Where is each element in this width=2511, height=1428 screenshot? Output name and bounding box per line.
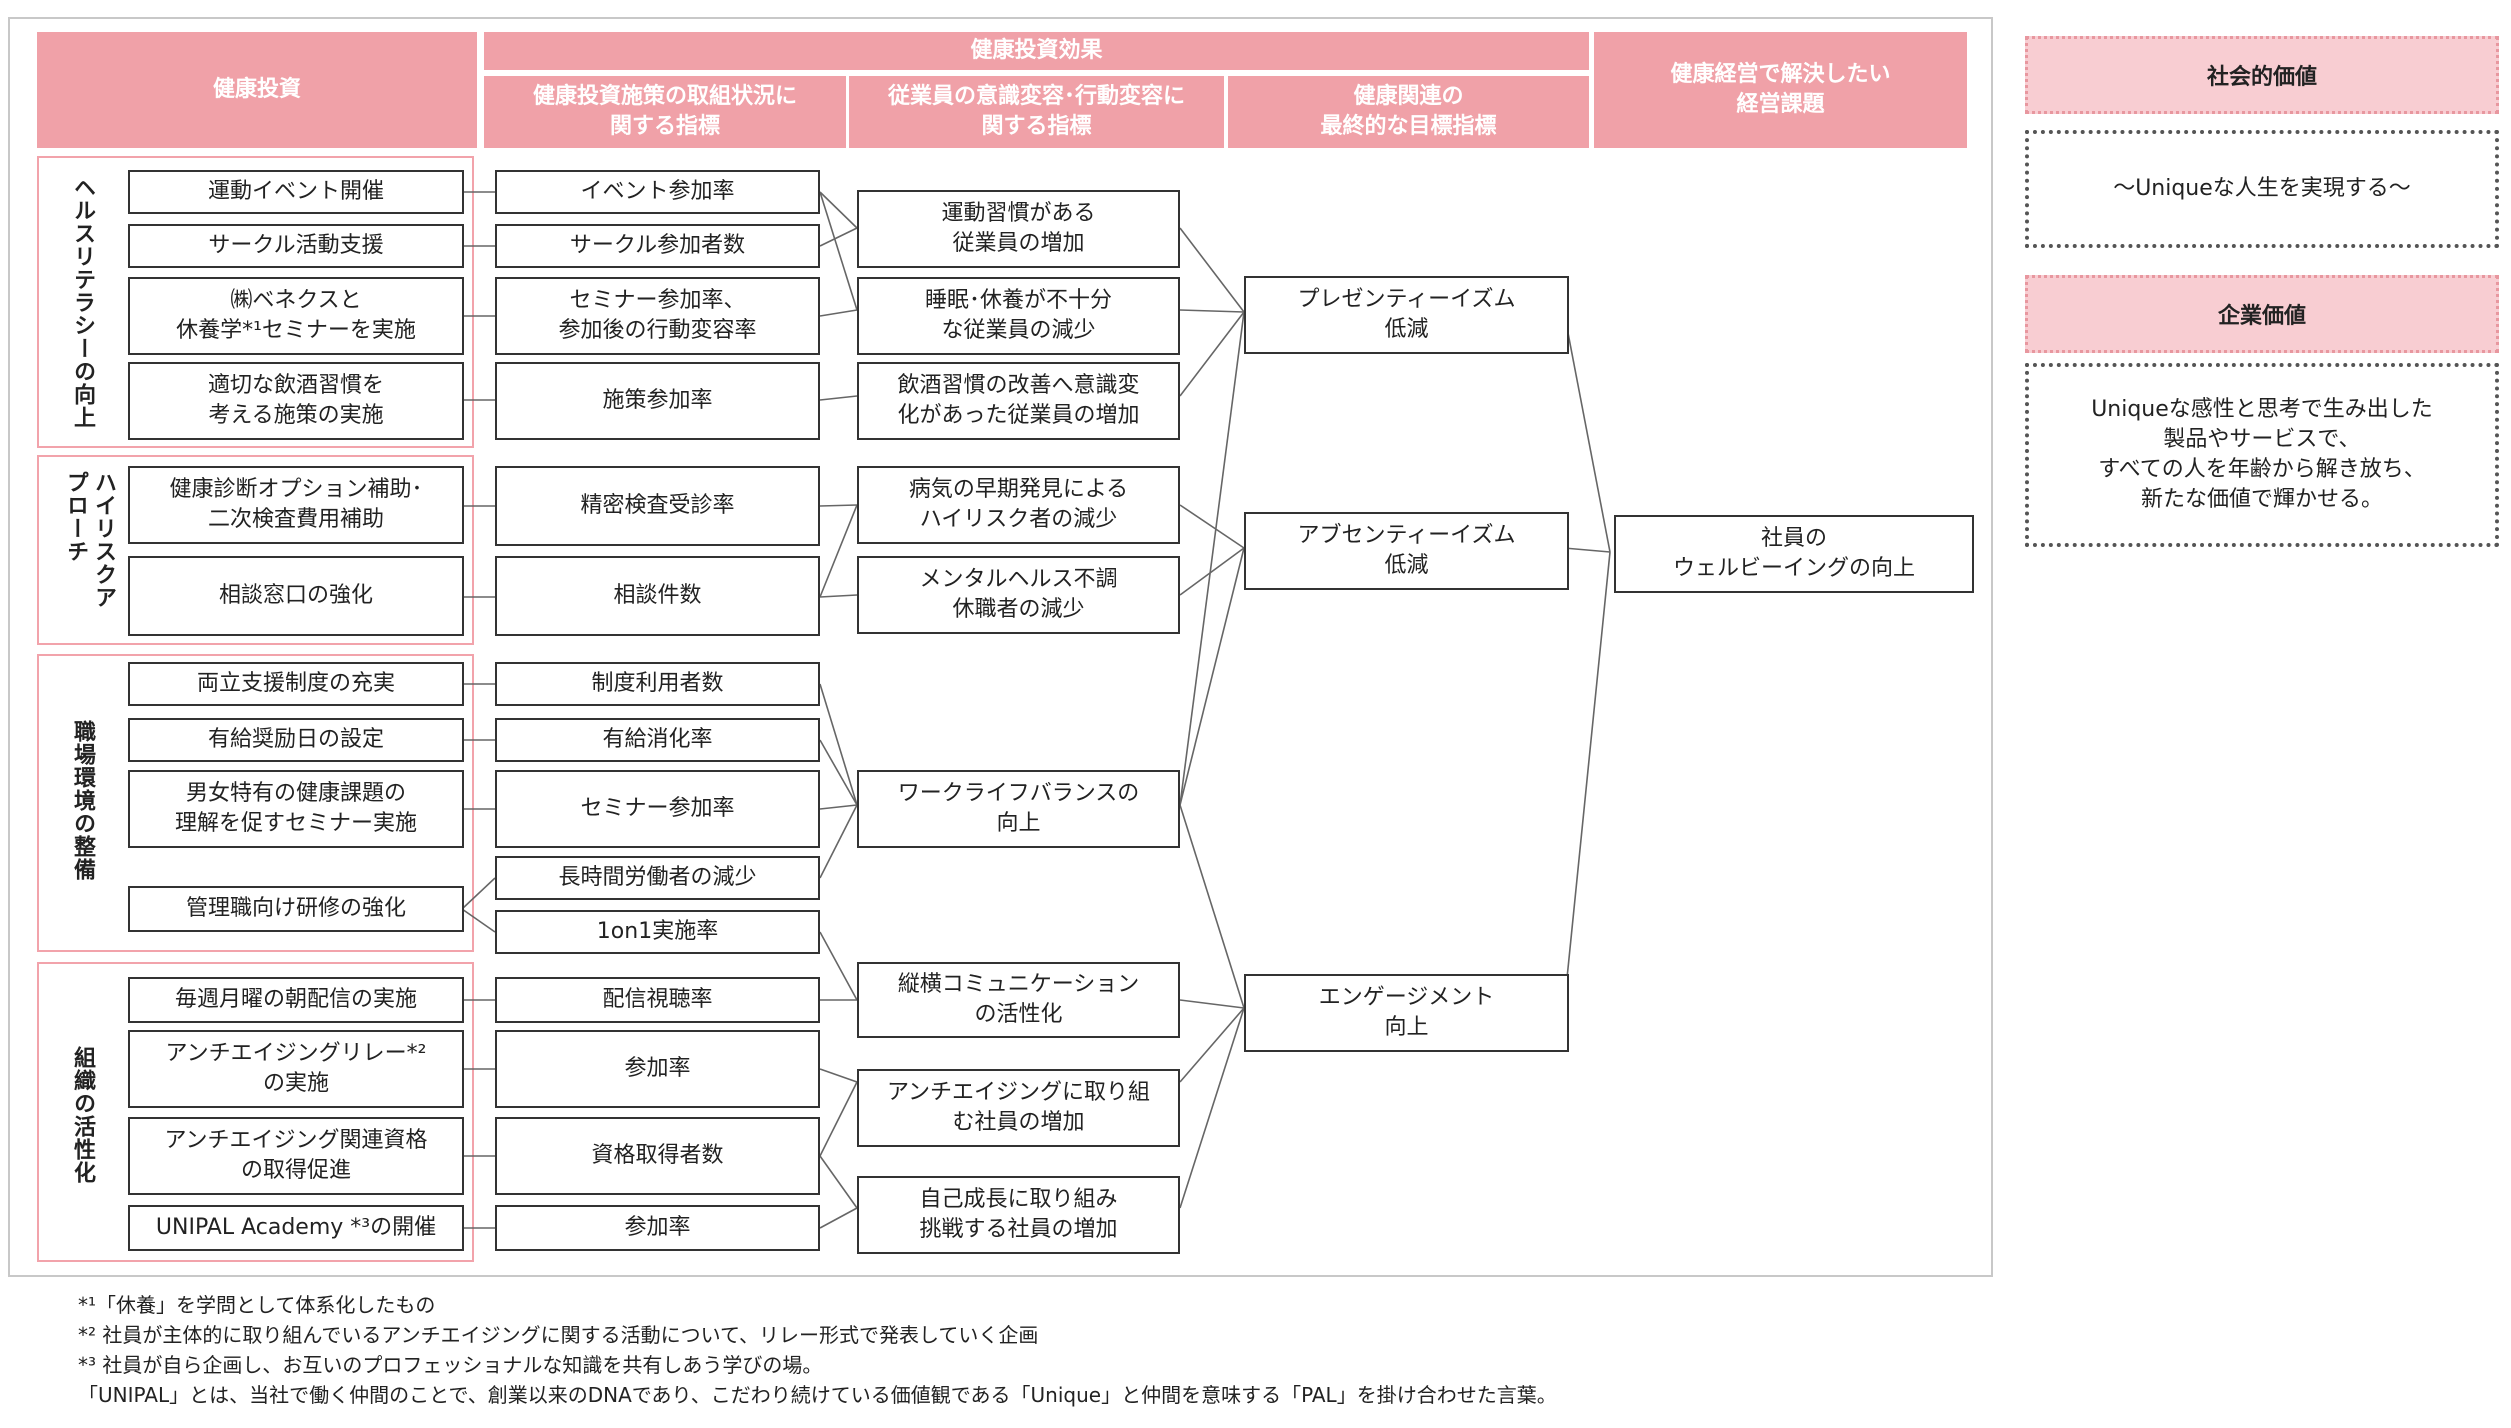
- measure-box: アンチエイジング関連資格 の取得促進: [128, 1117, 464, 1195]
- goal-box: プレゼンティーイズム 低減: [1244, 276, 1569, 354]
- social-value-header: 社会的価値: [2025, 36, 2499, 114]
- corporate-value-header: 企業価値: [2025, 275, 2499, 353]
- measure-box: 男女特有の健康課題の 理解を促すセミナー実施: [128, 770, 464, 848]
- group-frame-high-risk: [37, 455, 474, 645]
- measure-box: 健康診断オプション補助･ 二次検査費用補助: [128, 466, 464, 544]
- group-label-organization: 組織の活性化: [70, 1046, 95, 1184]
- measure-box: 相談窓口の強化: [128, 556, 464, 636]
- indicator-box: 資格取得者数: [495, 1117, 820, 1195]
- measure-box: サークル活動支援: [128, 224, 464, 268]
- footnote: *² 社員が主体的に取り組んでいるアンチエイジングに関する活動について、リレー形…: [78, 1323, 1039, 1347]
- measure-box: アンチエイジングリレー*² の実施: [128, 1030, 464, 1108]
- indicator-box: 相談件数: [495, 556, 820, 636]
- diagram-frame: [8, 17, 1993, 1277]
- measure-box: UNIPAL Academy *³の開催: [128, 1205, 464, 1251]
- group-label-high-risk: ハイリスクアプローチ: [50, 466, 120, 636]
- group-label-high-risk-text: ハイリスクアプローチ: [63, 471, 116, 609]
- indicator-box: サークル参加者数: [495, 224, 820, 268]
- group-frame-health-literacy: [37, 156, 474, 448]
- behavior-box: 睡眠･休養が不十分 な従業員の減少: [857, 277, 1180, 355]
- indicator-box: 長時間労働者の減少: [495, 856, 820, 900]
- measure-box: 有給奨励日の設定: [128, 718, 464, 762]
- header-effect-col2: 従業員の意識変容･行動変容に 関する指標: [849, 76, 1224, 148]
- indicator-box: セミナー参加率、 参加後の行動変容率: [495, 277, 820, 355]
- measure-box: 運動イベント開催: [128, 170, 464, 214]
- indicator-box: 精密検査受診率: [495, 466, 820, 546]
- behavior-box: 縦横コミュニケーション の活性化: [857, 962, 1180, 1038]
- header-effect-col3: 健康関連の 最終的な目標指標: [1228, 76, 1589, 148]
- header-effect: 健康投資効果: [484, 32, 1589, 70]
- indicator-box: 配信視聴率: [495, 977, 820, 1023]
- indicator-box: イベント参加率: [495, 170, 820, 214]
- indicator-box: 1on1実施率: [495, 910, 820, 954]
- group-frame-workplace: [37, 654, 474, 952]
- indicator-box: 施策参加率: [495, 362, 820, 440]
- footnote: *³ 社員が自ら企画し、お互いのプロフェッショナルな知識を共有しあう学びの場。: [78, 1353, 823, 1377]
- corporate-value-box: Uniqueな感性と思考で生み出した 製品やサービスで、 すべての人を年齢から解…: [2025, 363, 2499, 547]
- issue-box: 社員の ウェルビーイングの向上: [1614, 515, 1974, 593]
- measure-box: 管理職向け研修の強化: [128, 886, 464, 932]
- header-issue: 健康経営で解決したい 経営課題: [1594, 32, 1967, 148]
- indicator-box: 有給消化率: [495, 718, 820, 762]
- measure-box: 両立支援制度の充実: [128, 662, 464, 706]
- indicator-box: 参加率: [495, 1205, 820, 1251]
- behavior-box: 病気の早期発見による ハイリスク者の減少: [857, 466, 1180, 544]
- footnote: 「UNIPAL」とは、当社で働く仲間のことで、創業以来のDNAであり、こだわり続…: [78, 1383, 1557, 1407]
- behavior-box: アンチエイジングに取り組 む社員の増加: [857, 1069, 1180, 1147]
- goal-box: エンゲージメント 向上: [1244, 974, 1569, 1052]
- measure-box: 毎週月曜の朝配信の実施: [128, 977, 464, 1023]
- behavior-box: 運動習慣がある 従業員の増加: [857, 190, 1180, 268]
- footnote: *¹「休養」を学問として体系化したもの: [78, 1293, 436, 1317]
- group-label-workplace: 職場環境の整備: [70, 719, 95, 881]
- behavior-box: ワークライフバランスの 向上: [857, 770, 1180, 848]
- measure-box: 適切な飲酒習慣を 考える施策の実施: [128, 362, 464, 440]
- header-investment: 健康投資: [37, 32, 477, 148]
- goal-box: アブセンティーイズム 低減: [1244, 512, 1569, 590]
- social-value-box: ～Uniqueな人生を実現する～: [2025, 130, 2499, 248]
- header-effect-col1: 健康投資施策の取組状況に 関する指標: [484, 76, 846, 148]
- indicator-box: 制度利用者数: [495, 662, 820, 706]
- measure-box: ㈱ベネクスと 休養学*¹セミナーを実施: [128, 277, 464, 355]
- group-label-health-literacy: ヘルスリテラシーの向上: [70, 176, 95, 429]
- indicator-box: セミナー参加率: [495, 770, 820, 848]
- behavior-box: 自己成長に取り組み 挑戦する社員の増加: [857, 1176, 1180, 1254]
- group-frame-organization: [37, 962, 474, 1262]
- behavior-box: メンタルヘルス不調 休職者の減少: [857, 556, 1180, 634]
- behavior-box: 飲酒習慣の改善へ意識変 化があった従業員の増加: [857, 362, 1180, 440]
- indicator-box: 参加率: [495, 1030, 820, 1108]
